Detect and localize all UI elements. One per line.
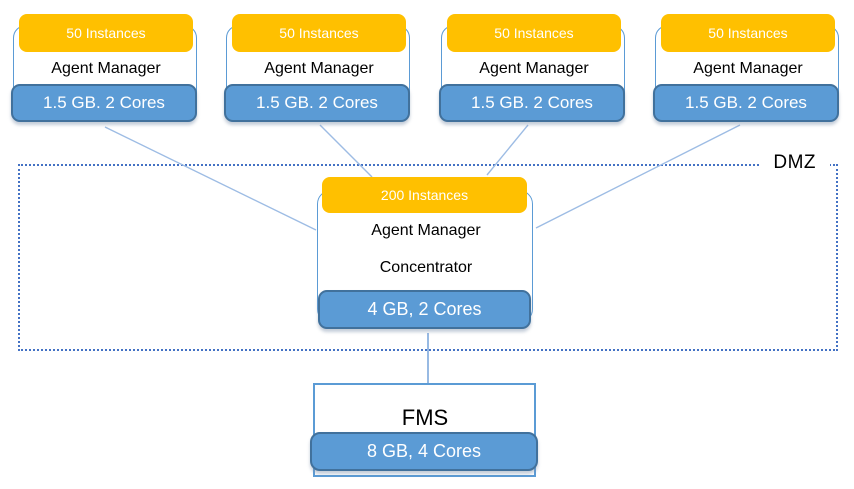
specs-badge: 1.5 GB. 2 Cores (11, 84, 197, 122)
agent-manager-label: Agent Manager (693, 60, 803, 77)
connector-agent2-concentrator (319, 124, 373, 178)
specs-badge: 8 GB, 4 Cores (310, 432, 538, 471)
instances-badge: 50 Instances (232, 14, 406, 52)
specs-badge: 1.5 GB. 2 Cores (224, 84, 410, 122)
specs-badge: 1.5 GB. 2 Cores (653, 84, 839, 122)
agent-manager-node-2: 50 Instances Agent Manager 1.5 GB. 2 Cor… (224, 10, 414, 125)
instances-badge: 200 Instances (322, 177, 527, 213)
connector-agent3-concentrator (486, 124, 529, 176)
instances-badge: 50 Instances (661, 14, 835, 52)
concentrator-label-line2: Concentrator (379, 259, 473, 276)
instances-badge: 50 Instances (19, 14, 193, 52)
agent-manager-node-1: 50 Instances Agent Manager 1.5 GB. 2 Cor… (11, 10, 201, 125)
agent-manager-node-3: 50 Instances Agent Manager 1.5 GB. 2 Cor… (439, 10, 629, 125)
dmz-label: DMZ (759, 152, 830, 174)
connector-agent4-concentrator (535, 124, 741, 229)
fms-node: FMS 8 GB, 4 Cores (308, 383, 542, 483)
agent-manager-label: Agent Manager (479, 60, 589, 77)
fms-label: FMS (401, 405, 449, 430)
agent-manager-label: Agent Manager (264, 60, 374, 77)
agent-manager-label: Agent Manager (51, 60, 161, 77)
agent-manager-node-4: 50 Instances Agent Manager 1.5 GB. 2 Cor… (653, 10, 843, 125)
concentrator-node: 200 Instances Agent Manager Concentrator… (315, 167, 537, 335)
concentrator-label-line1: Agent Manager (371, 222, 481, 239)
specs-badge: 4 GB, 2 Cores (318, 290, 531, 329)
instances-badge: 50 Instances (447, 14, 621, 52)
connector-agent1-concentrator (104, 126, 317, 231)
specs-badge: 1.5 GB. 2 Cores (439, 84, 625, 122)
